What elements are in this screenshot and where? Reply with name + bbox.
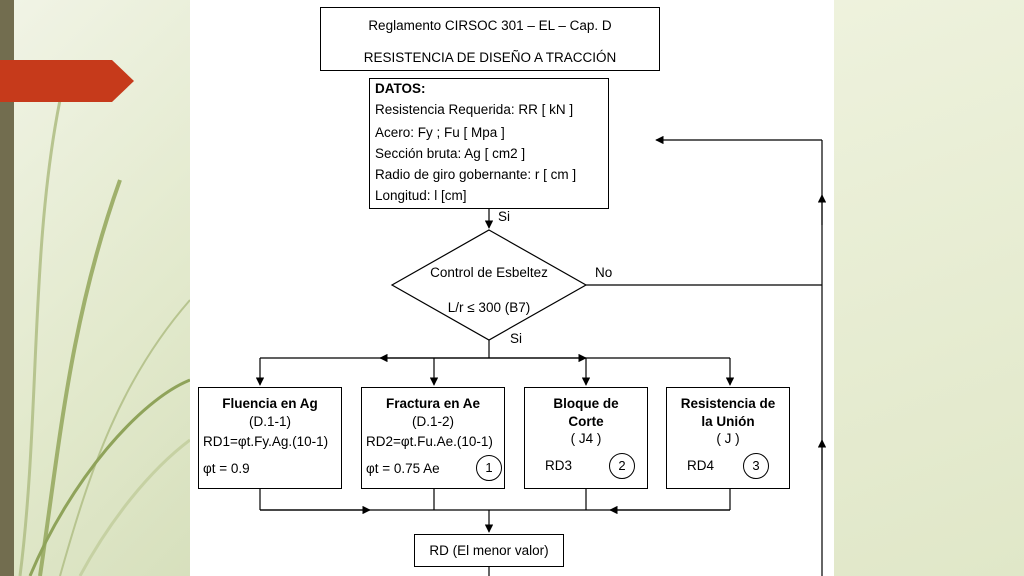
header-line1: Reglamento CIRSOC 301 – EL – Cap. D <box>368 18 612 33</box>
decorative-swoosh-lines <box>18 99 190 576</box>
box-ref: (D.1-1) <box>248 414 291 429</box>
box-extra: φt = 0.9 <box>203 461 250 476</box>
fractura-box: Fractura en Ae (D.1-2) RD2=φt.Fu.Ae.(10-… <box>361 387 505 489</box>
background-right-decoration <box>834 0 1024 576</box>
flowchart-connectors <box>255 135 827 576</box>
box-title2: la Unión <box>701 414 755 429</box>
header-line2: RESISTENCIA DE DISEÑO A TRACCIÓN <box>363 50 617 65</box>
box-formula: RD1=φt.Fy.Ag.(10-1) <box>203 434 329 449</box>
datos-title: DATOS: <box>375 81 426 96</box>
box-title: Bloque de <box>553 396 619 411</box>
result-label: RD (El menor valor) <box>429 543 549 558</box>
header-box: Reglamento CIRSOC 301 – EL – Cap. D RESI… <box>320 7 660 71</box>
decision-yes-bottom: Si <box>510 331 523 346</box>
connector-circle: 1 <box>476 455 502 481</box>
left-accent-bar <box>0 0 14 576</box>
box-ref: (D.1-2) <box>411 414 454 429</box>
box-extra: RD4 <box>687 458 715 473</box>
box-ref: ( J ) <box>716 431 740 446</box>
decision-no: No <box>595 265 613 280</box>
slide-canvas: Reglamento CIRSOC 301 – EL – Cap. D RESI… <box>190 0 834 576</box>
decision-line2: L/r ≤ 300 (B7) <box>447 300 531 315</box>
red-arrow-tab <box>0 60 134 102</box>
datos-box: DATOS: Resistencia Requerida: RR [ kN ] … <box>369 78 609 209</box>
box-title: Fractura en Ae <box>385 396 481 411</box>
connector-circle: 3 <box>743 453 769 479</box>
box-formula: RD2=φt.Fu.Ae.(10-1) <box>366 434 493 449</box>
box-extra: RD3 <box>545 458 573 473</box>
fluencia-box: Fluencia en Ag (D.1-1) RD1=φt.Fy.Ag.(10-… <box>198 387 342 489</box>
box-title: Resistencia de <box>680 396 776 411</box>
decision-line1: Control de Esbeltez <box>430 265 548 280</box>
datos-line: Acero: Fy ; Fu [ Mpa ] <box>375 125 505 140</box>
box-title2: Corte <box>568 414 604 429</box>
datos-line: Sección bruta: Ag [ cm2 ] <box>375 146 526 161</box>
decision-yes-top: Si <box>498 209 511 224</box>
datos-line: Radio de giro gobernante: r [ cm ] <box>375 167 577 182</box>
datos-line: Longitud: l [cm] <box>375 188 467 203</box>
bloque-corte-box: Bloque de Corte ( J4 ) RD3 2 <box>524 387 648 489</box>
box-title: Fluencia en Ag <box>222 396 318 411</box>
connector-circle: 2 <box>609 453 635 479</box>
box-extra: φt = 0.75 Ae <box>366 461 440 476</box>
datos-line: Resistencia Requerida: RR [ kN ] <box>375 102 574 117</box>
box-ref: ( J4 ) <box>570 431 602 446</box>
resistencia-union-box: Resistencia de la Unión ( J ) RD4 3 <box>666 387 790 489</box>
result-box: RD (El menor valor) <box>414 534 564 567</box>
